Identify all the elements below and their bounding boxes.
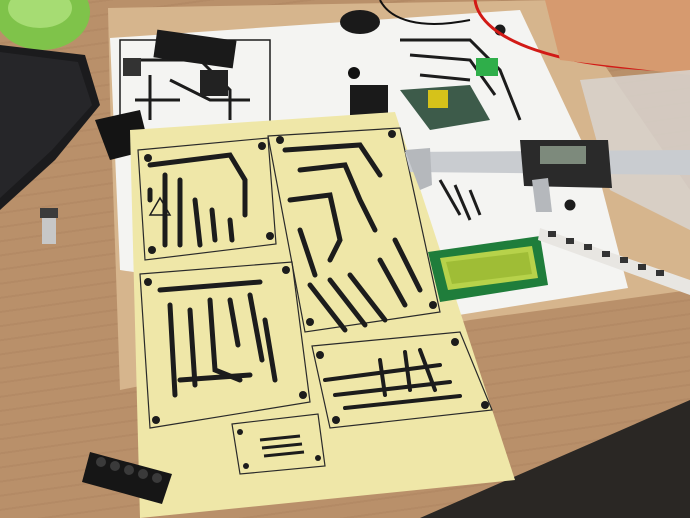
small-cap	[348, 67, 360, 79]
green-bowl-inner	[8, 0, 72, 28]
caliper-fixed-jaw	[405, 148, 432, 190]
plastic-bag	[580, 70, 690, 230]
warning-icon	[148, 196, 172, 216]
smd-tape	[538, 228, 690, 295]
yellow-traces-block3	[157, 279, 278, 398]
white-sheet-traces-right	[400, 24, 576, 221]
regulator	[200, 70, 228, 96]
caliper-display	[540, 146, 586, 164]
copper-board	[545, 0, 690, 75]
terminal-screws	[96, 457, 162, 483]
buzzer	[340, 10, 380, 34]
yellow-traces-block2	[282, 142, 423, 333]
yellow-traces-block5	[259, 434, 305, 458]
encoder-body	[40, 208, 58, 218]
yellow-sheet-board-outlines	[137, 127, 493, 475]
black-wire	[379, 0, 471, 25]
mounting-holes	[144, 130, 489, 469]
green-terminal	[476, 58, 498, 76]
floor-shadow	[420, 400, 690, 518]
smd-tape-parts	[548, 231, 664, 276]
psu-capacitor	[428, 90, 448, 108]
caliper-jaw	[532, 178, 552, 212]
small-connector	[123, 58, 141, 76]
lcd-display-area	[446, 252, 532, 284]
black-laptop-top	[0, 52, 92, 198]
yellow-traces-block4	[323, 348, 462, 410]
yellow-traces-block1	[147, 152, 248, 248]
ic-chip-large	[153, 29, 237, 69]
